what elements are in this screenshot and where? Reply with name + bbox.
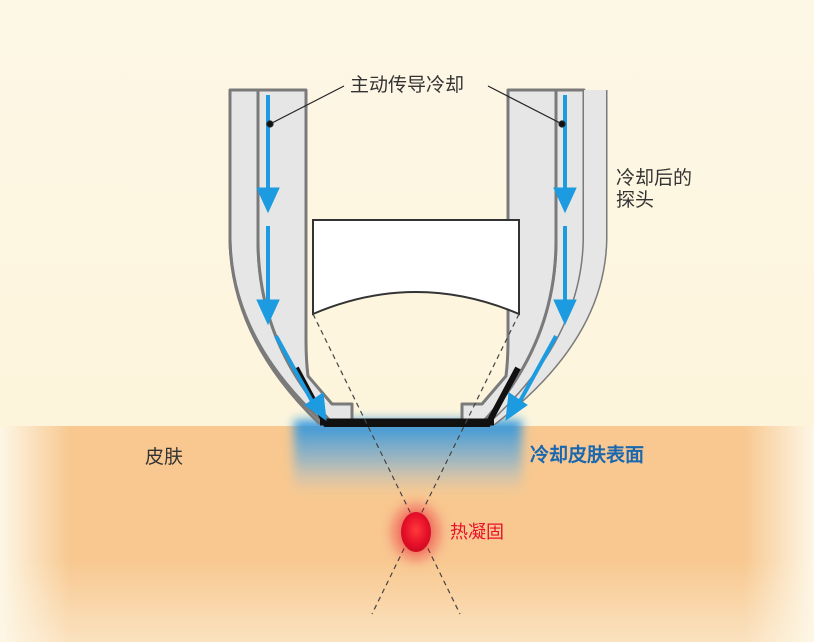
skin-label: 皮肤 xyxy=(145,446,184,468)
lens-icon xyxy=(312,219,520,316)
leader-lines xyxy=(266,85,566,128)
cooled-surface-label: 冷却皮肤表面 xyxy=(530,444,645,466)
coolant-flow-left xyxy=(256,95,327,422)
beam-lines xyxy=(312,313,520,615)
active-cooling-label: 主动传导冷却 xyxy=(350,74,465,96)
cooled-zone xyxy=(294,420,522,494)
downward-flow-arrow-icon xyxy=(256,187,280,214)
downward-flow-arrow-icon xyxy=(304,392,327,422)
downward-flow-arrow-icon xyxy=(256,299,280,326)
coolant-flow-right xyxy=(505,95,577,422)
coagulation-spot-icon xyxy=(394,506,438,558)
downward-flow-arrow-icon xyxy=(553,299,577,326)
downward-flow-arrow-icon xyxy=(553,187,577,214)
cooled-probe-label: 冷却后的 探头 xyxy=(616,167,693,211)
coagulation-label: 热凝固 xyxy=(450,522,504,543)
downward-flow-arrow-icon xyxy=(505,392,528,422)
